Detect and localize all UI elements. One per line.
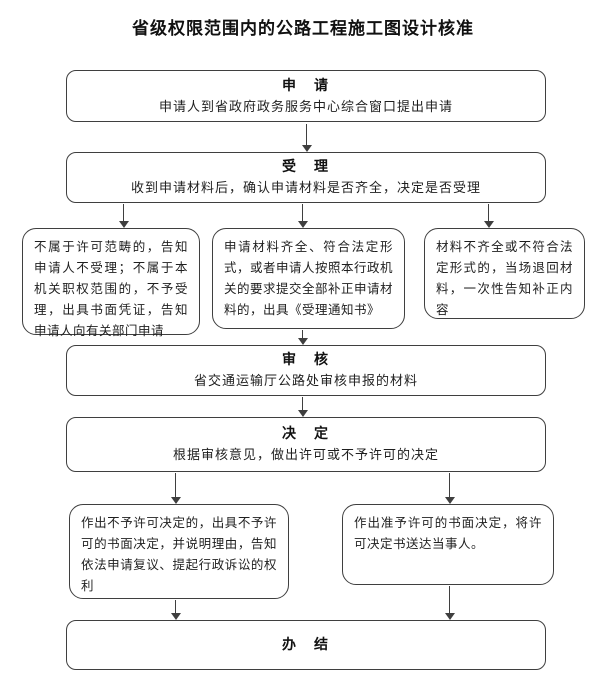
flow-node-outcome-grant-body: 作出准予许可的书面决定，将许可决定书送达当事人。: [354, 516, 542, 551]
flow-node-review-body: 省交通运输厅公路处审核申报的材料: [193, 373, 418, 388]
flow-node-accept-body: 收到申请材料后，确认申请材料是否齐全，决定是否受理: [130, 180, 481, 195]
flow-node-apply-body: 申请人到省政府政务服务中心综合窗口提出申请: [158, 98, 453, 114]
flow-node-accept: 受 理 收到申请材料后，确认申请材料是否齐全，决定是否受理: [66, 152, 546, 203]
flow-node-decision-title: 决 定: [282, 427, 330, 442]
arrow-apply-to-accept-icon: [301, 124, 312, 152]
flow-node-finish: 办 结: [66, 620, 546, 670]
flow-node-decision-body: 根据审核意见，做出许可或不予许可的决定: [172, 447, 439, 462]
flow-node-apply-title: 申 请: [282, 78, 330, 94]
arrow-decision-to-grant-icon: [444, 473, 455, 504]
flow-node-decision: 决 定 根据审核意见，做出许可或不予许可的决定: [66, 417, 546, 472]
flow-node-branch-not-in-scope: 不属于许可范畴的，告知申请人不受理；不属于本机关职权范围的，不予受理，出具书面凭…: [22, 228, 200, 338]
page-title: 省级权限范围内的公路工程施工图设计核准: [132, 19, 474, 38]
arrow-grant-to-finish-icon: [444, 586, 455, 620]
arrow-accept-to-materials-ok-icon: [297, 204, 308, 228]
arrow-review-to-decision-icon: [297, 397, 308, 417]
flow-node-branch-materials-ok-body: 申请材料齐全、符合法定形式，或者申请人按照本行政机关的要求提交全部补正申请材料的…: [224, 240, 394, 317]
flow-node-branch-materials-missing: 材料不齐全或不符合法定形式的，当场退回材料，一次性告知补正内容: [424, 228, 585, 319]
flow-node-accept-title: 受 理: [282, 160, 330, 175]
flow-node-review: 审 核 省交通运输厅公路处审核申报的材料: [66, 345, 546, 396]
flow-node-review-title: 审 核: [282, 353, 330, 368]
flow-node-branch-materials-missing-body: 材料不齐全或不符合法定形式的，当场退回材料，一次性告知补正内容: [436, 240, 573, 317]
arrow-decision-to-deny-icon: [170, 473, 181, 504]
flow-node-outcome-deny: 作出不予许可决定的，出具不予许可的书面决定，并说明理由，告知依法申请复议、提起行…: [69, 504, 289, 599]
arrow-deny-to-finish-icon: [170, 600, 181, 620]
flow-node-outcome-grant: 作出准予许可的书面决定，将许可决定书送达当事人。: [342, 504, 554, 585]
arrow-materials-ok-to-review-icon: [297, 330, 308, 345]
flow-node-branch-not-in-scope-body: 不属于许可范畴的，告知申请人不受理；不属于本机关职权范围的，不予受理，出具书面凭…: [34, 240, 188, 338]
flow-node-branch-materials-ok: 申请材料齐全、符合法定形式，或者申请人按照本行政机关的要求提交全部补正申请材料的…: [212, 228, 405, 329]
arrow-accept-to-not-in-scope-icon: [118, 204, 129, 228]
arrow-accept-to-materials-missing-icon: [483, 204, 494, 228]
flow-node-apply: 申 请 申请人到省政府政务服务中心综合窗口提出申请: [66, 70, 546, 122]
flow-node-outcome-deny-body: 作出不予许可决定的，出具不予许可的书面决定，并说明理由，告知依法申请复议、提起行…: [81, 516, 277, 593]
flow-node-finish-title: 办 结: [282, 637, 330, 653]
